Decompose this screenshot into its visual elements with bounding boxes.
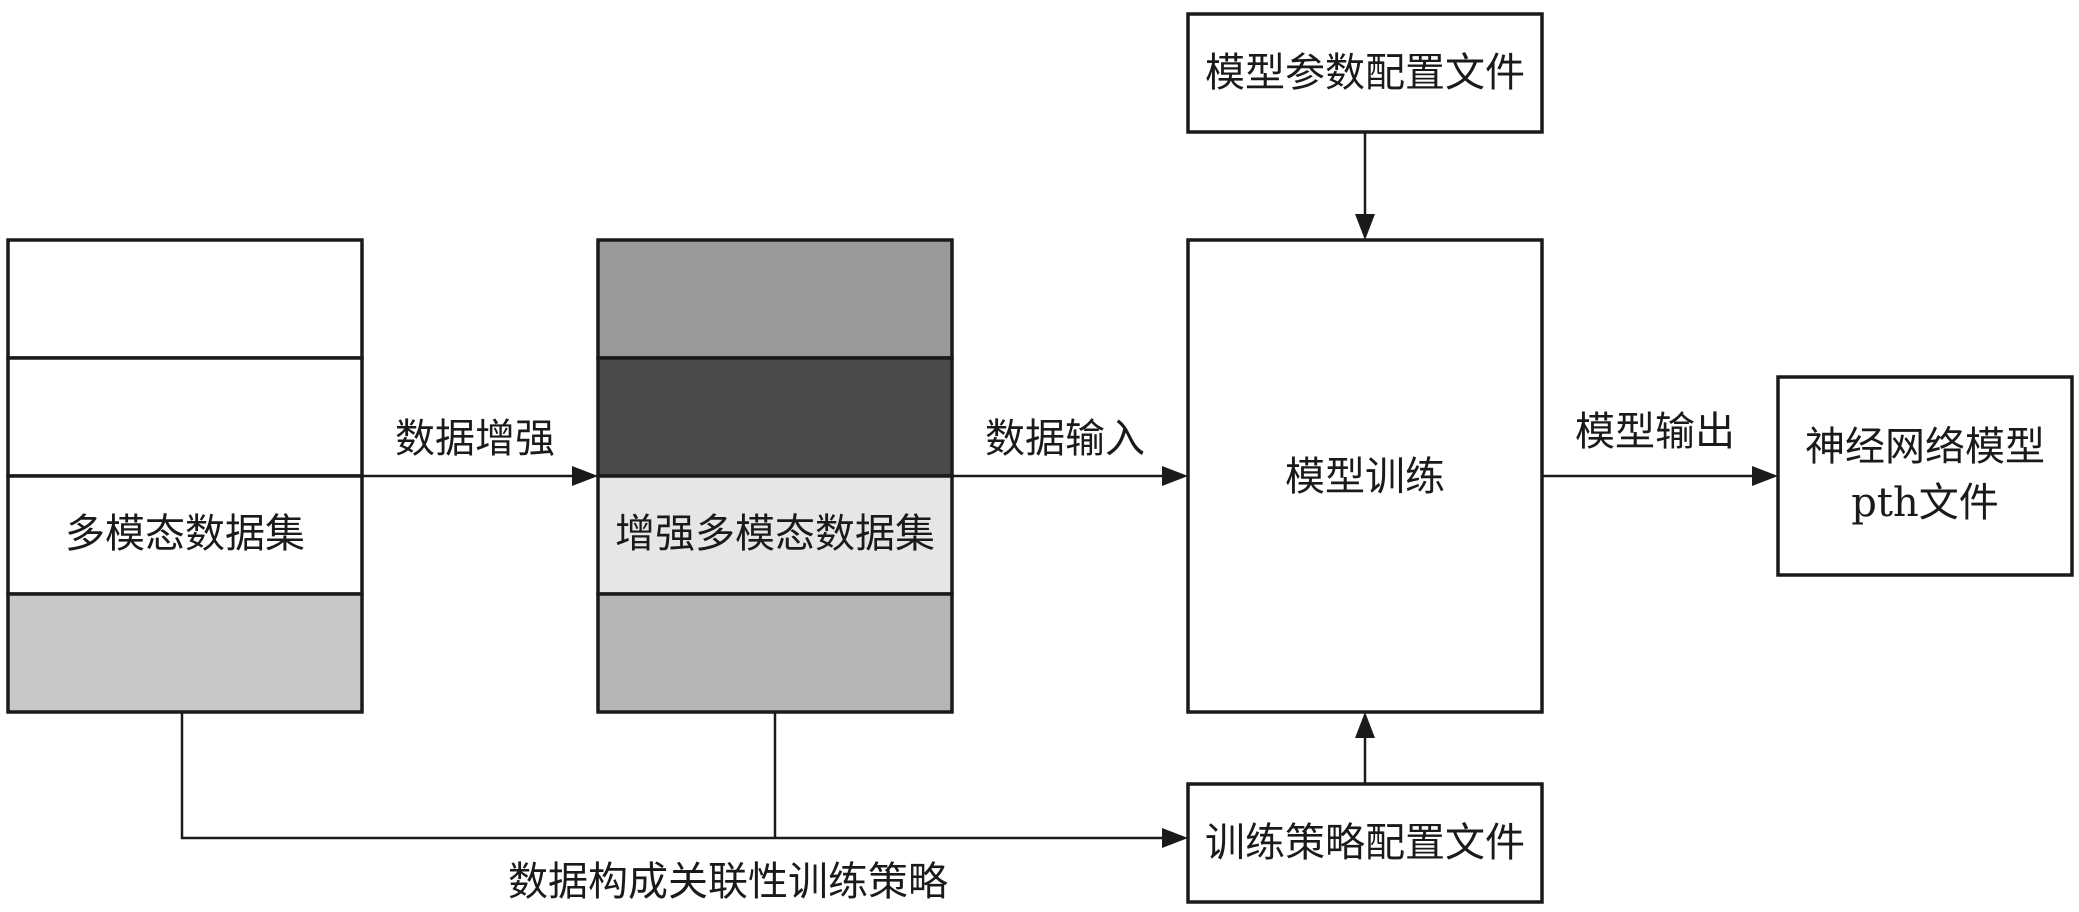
augmentation-label: 数据增强: [395, 416, 555, 462]
dataset-stack: 多模态数据集: [6, 238, 364, 714]
arrow-correlation-strategy: 数据构成关联性训练策略: [180, 712, 1188, 905]
model-output-label: 模型输出: [1575, 409, 1735, 455]
arrow-augmentation: 数据增强: [362, 416, 598, 486]
enhanced-layer-4: [596, 592, 954, 714]
enhanced-layer-1: [596, 238, 954, 360]
nn-model-label-line2: pth文件: [1851, 480, 1998, 526]
model-param-config-box: 模型参数配置文件: [1186, 12, 1544, 134]
training-strategy-config-box: 训练策略配置文件: [1186, 782, 1544, 904]
dataset-layer-3: [6, 474, 364, 596]
dataset-label: 多模态数据集: [65, 511, 305, 557]
enhanced-dataset-label: 增强多模态数据集: [615, 511, 935, 557]
nn-model-label-line1: 神经网络模型: [1805, 424, 2045, 470]
arrow-param-config: [1355, 132, 1375, 240]
model-training-label: 模型训练: [1285, 454, 1445, 500]
nn-model-box: 神经网络模型 pth文件: [1776, 375, 2074, 577]
model-training-box: 模型训练: [1186, 238, 1544, 714]
dataset-layer-1: [6, 238, 364, 360]
data-input-label: 数据输入: [985, 416, 1145, 462]
arrow-strategy-config: [1355, 712, 1375, 784]
arrow-model-output: 模型输出: [1542, 409, 1778, 486]
dataset-layer-2: [6, 356, 364, 478]
model-param-config-label: 模型参数配置文件: [1205, 50, 1525, 96]
correlation-strategy-label: 数据构成关联性训练策略: [508, 859, 948, 905]
dataset-layer-4: [6, 592, 364, 714]
enhanced-layer-2: [596, 356, 954, 478]
arrow-data-input: 数据输入: [952, 416, 1188, 486]
training-strategy-config-label: 训练策略配置文件: [1205, 820, 1525, 866]
enhanced-layer-3: [596, 474, 954, 596]
enhanced-dataset-stack: 增强多模态数据集: [596, 238, 954, 714]
